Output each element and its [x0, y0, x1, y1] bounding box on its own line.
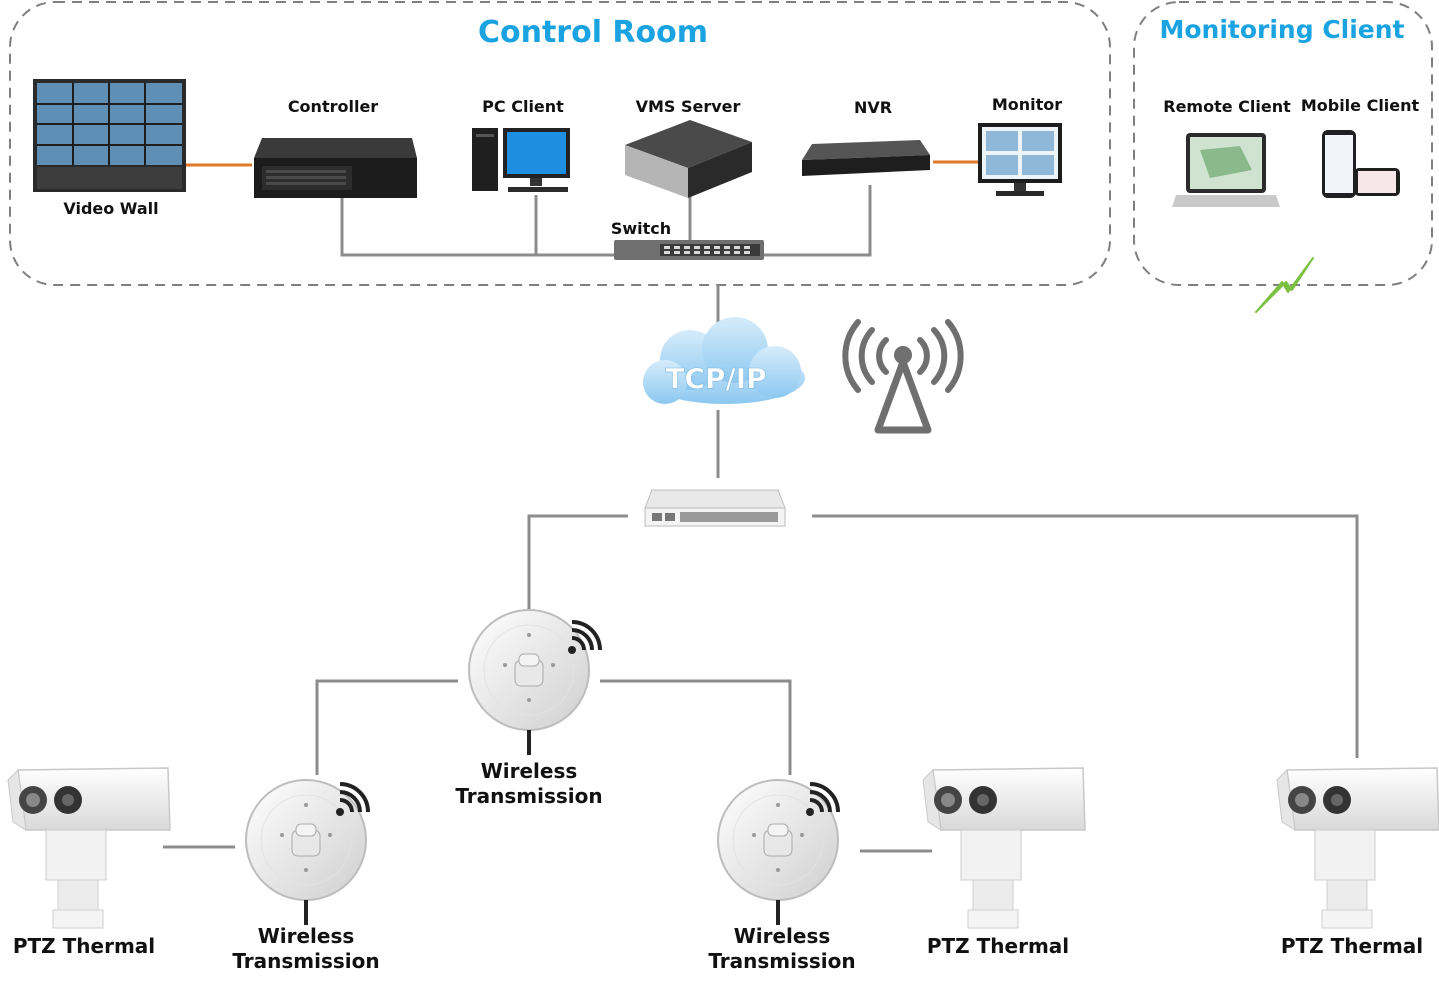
laptop-icon	[1172, 133, 1280, 207]
monitor-label: Monitor	[991, 95, 1063, 114]
vms-server-icon	[625, 120, 752, 198]
video-wall-label: Video Wall	[63, 199, 159, 218]
wireless-dish-right-icon	[716, 778, 840, 927]
vms-server-label: VMS Server	[635, 97, 741, 116]
core-switch-icon	[644, 489, 786, 527]
ptz-camera-left-icon	[7, 767, 171, 929]
network-label: TCP/IP	[665, 362, 766, 395]
pc-client-icon	[472, 128, 570, 192]
monitor-icon	[978, 123, 1062, 196]
wireless-right-line2: Transmission	[708, 949, 856, 973]
ptz-camera-mid-icon	[922, 767, 1086, 929]
wireless-dish-top-icon	[467, 608, 591, 757]
control-room-links	[340, 185, 872, 478]
control-room-title: Control Room	[477, 15, 709, 50]
video-wall-icon	[33, 79, 186, 192]
monitoring-client-zone	[1133, 1, 1433, 286]
ptz-camera-right-icon	[1276, 767, 1439, 929]
wireless-left-line1: Wireless	[257, 924, 355, 948]
mobile-client-label: Mobile Client	[1300, 96, 1420, 115]
pc-client-label: PC Client	[482, 97, 564, 116]
field-links	[163, 514, 1359, 853]
wireless-top-line1: Wireless	[480, 759, 578, 783]
ptz-thermal-mid-label: PTZ Thermal	[926, 934, 1070, 958]
wireless-top-line2: Transmission	[455, 784, 603, 808]
wireless-left-line2: Transmission	[232, 949, 380, 973]
switch-label: Switch	[610, 219, 672, 238]
mobile-client-icon	[1322, 130, 1400, 198]
wireless-right-line1: Wireless	[733, 924, 831, 948]
wireless-transmission-left-label: Wireless Transmission	[232, 924, 379, 974]
switch-icon	[614, 240, 764, 260]
cloud-icon	[643, 317, 805, 404]
control-room-zone	[9, 1, 1111, 286]
radio-tower-icon	[842, 319, 964, 434]
nvr-label: NVR	[853, 98, 893, 117]
wireless-transmission-right-label: Wireless Transmission	[708, 924, 855, 974]
monitoring-client-title: Monitoring Client	[1159, 15, 1405, 44]
controller-icon	[254, 138, 417, 198]
wifi-top-icon	[566, 620, 602, 656]
controller-label: Controller	[287, 97, 379, 116]
ptz-thermal-left-label: PTZ Thermal	[12, 934, 156, 958]
wireless-signal-icon	[1255, 257, 1314, 313]
remote-client-label: Remote Client	[1163, 97, 1291, 116]
ptz-thermal-right-label: PTZ Thermal	[1280, 934, 1424, 958]
wireless-transmission-top-label: Wireless Transmission	[455, 759, 602, 809]
nvr-icon	[802, 140, 930, 176]
